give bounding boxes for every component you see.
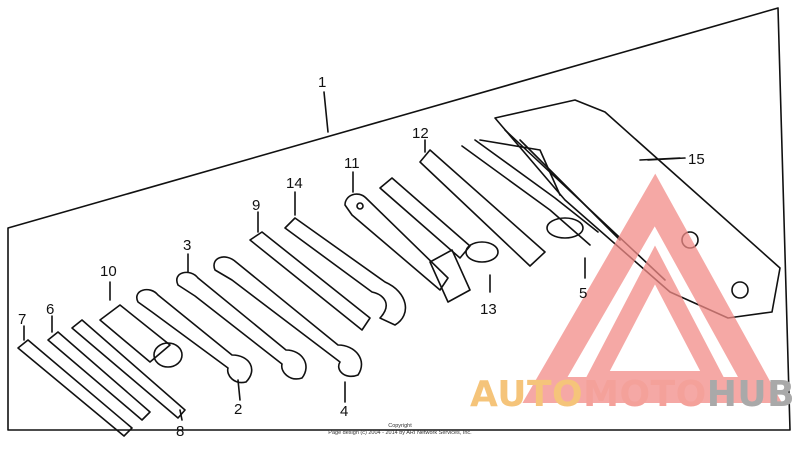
screwdriver-8: [71, 319, 186, 421]
watermark-logo: [522, 173, 783, 403]
screwdriver-6: [47, 315, 151, 421]
callout-8: 8: [176, 423, 184, 440]
watermark-hub: HUB: [707, 374, 795, 415]
wrench-4: [213, 256, 363, 403]
callout-14: 14: [286, 175, 303, 192]
screwdriver-handle: [99, 281, 183, 368]
callout-15: 15: [688, 151, 705, 168]
wrench-9: [249, 211, 371, 331]
copyright-line-2: Page design (c) 2004 - 2014 by ARI Netwo…: [328, 430, 472, 436]
wrench-2: [176, 271, 307, 401]
screwdriver-7: [17, 325, 133, 437]
watermark-triangle-inner-icon: [580, 245, 730, 389]
copyright-line-1: Copyright: [388, 423, 412, 429]
callout-13: 13: [480, 301, 497, 318]
callout-6: 6: [46, 301, 54, 318]
watermark-text: AUTOMOTOHUB: [470, 374, 795, 415]
pliers: [461, 139, 599, 279]
callout-3: 3: [183, 237, 191, 254]
callout-numbers: 1 2 3 4 5 6 7 8 9 10 11 12 13 14 15: [18, 74, 705, 440]
hook-wrench: [284, 191, 407, 326]
kit-outline: [7, 7, 791, 431]
watermark-auto: AUTO: [470, 374, 583, 415]
watermark-moto: MOTO: [583, 374, 707, 415]
extension-bar: [419, 139, 546, 267]
callout-11: 11: [344, 155, 360, 172]
callout-5: 5: [579, 285, 587, 302]
callout-9: 9: [252, 197, 260, 214]
plug-wrench: [379, 177, 499, 303]
callout-7: 7: [18, 311, 26, 328]
callout-1: 1: [318, 74, 326, 91]
leader-1: [323, 91, 329, 133]
pin-spanner: [344, 171, 449, 291]
callout-2: 2: [234, 401, 242, 418]
wrench-3: [136, 253, 253, 384]
leader-15: [647, 157, 686, 161]
svg-text:AUTOMOTOHUB: AUTOMOTOHUB: [470, 374, 795, 415]
callout-12: 12: [412, 125, 429, 142]
watermark-triangle-icon: [522, 173, 783, 403]
callout-10: 10: [100, 263, 117, 280]
copyright-footer: Copyright Page design (c) 2004 - 2014 by…: [328, 423, 472, 436]
callout-4: 4: [340, 403, 348, 420]
